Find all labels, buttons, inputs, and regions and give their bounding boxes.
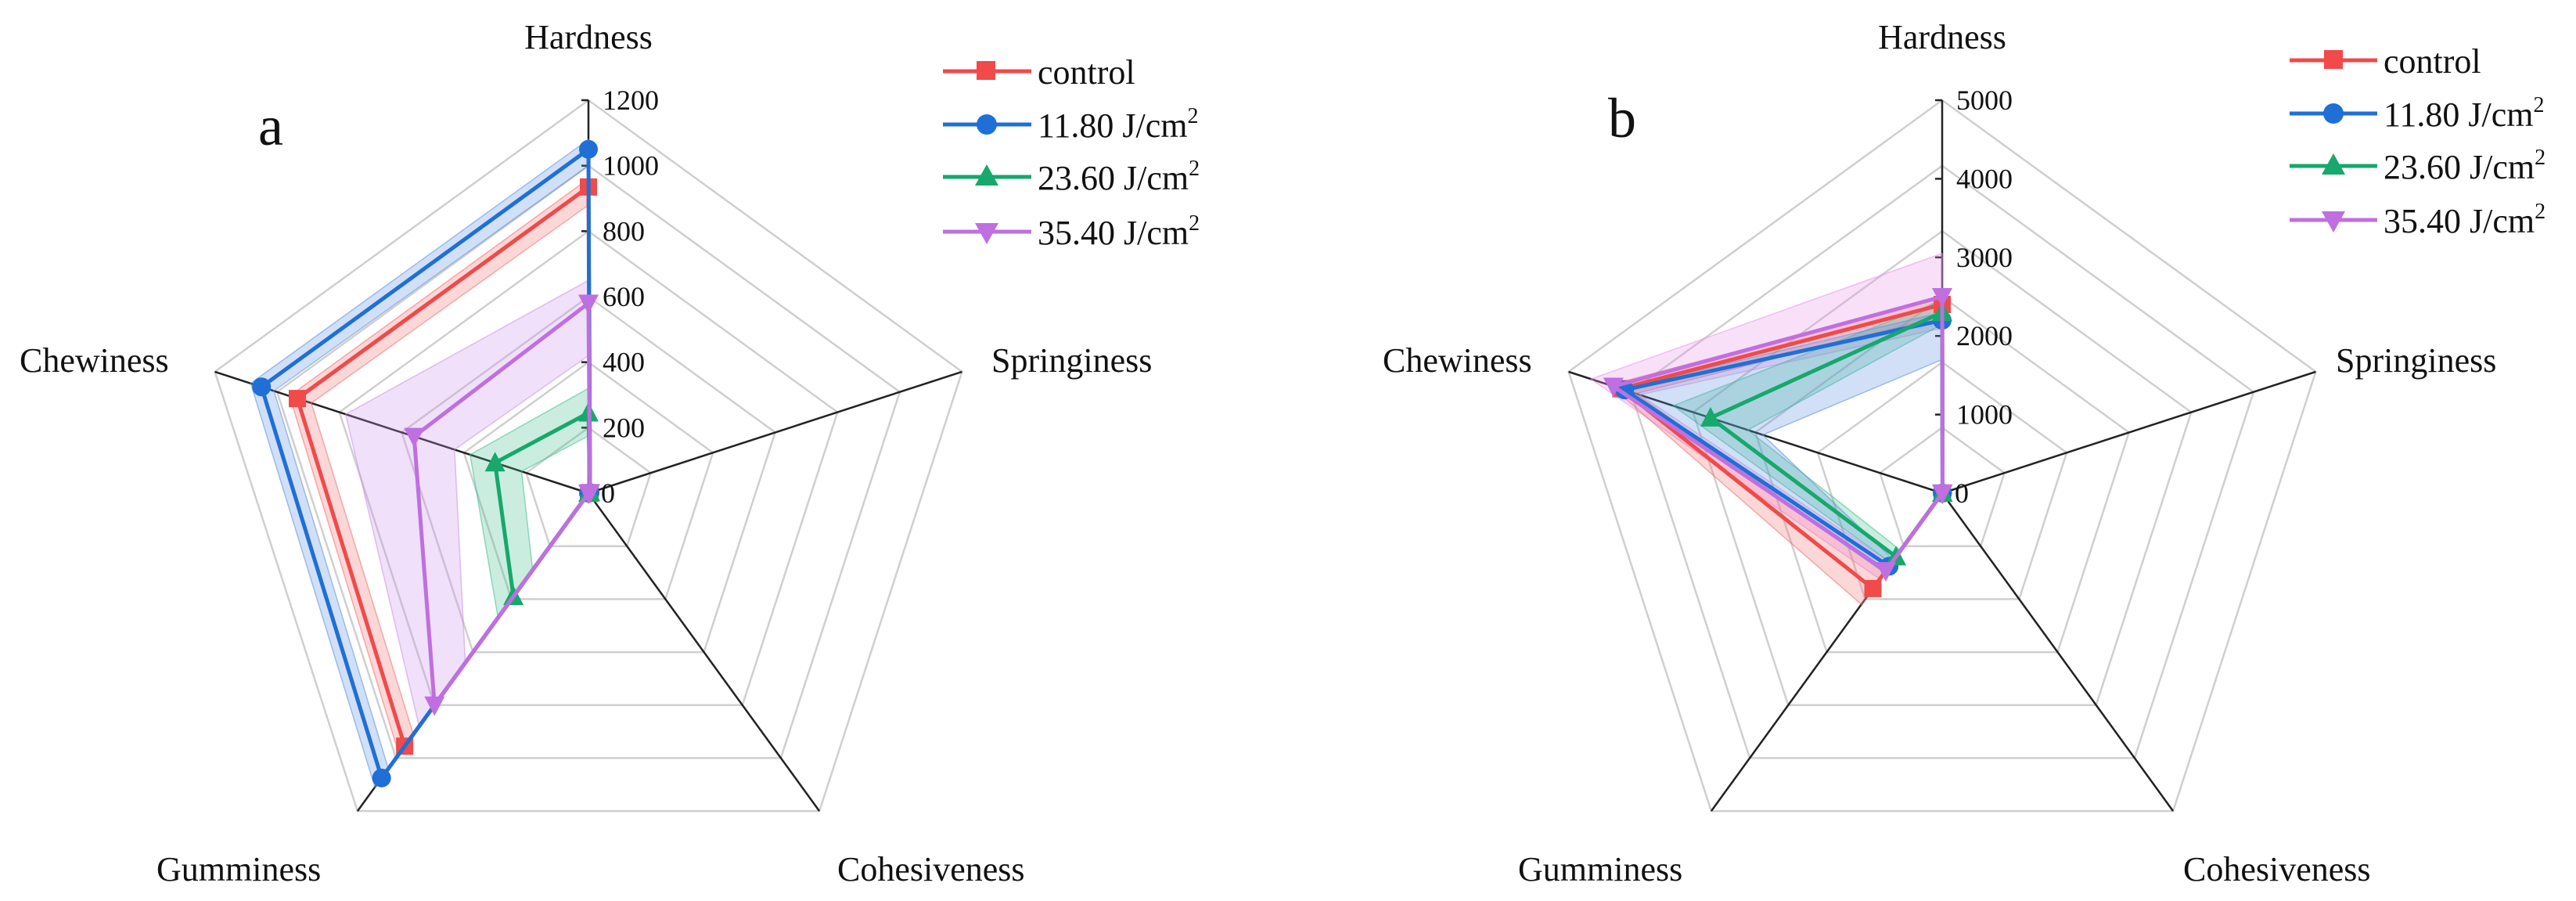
data-point-triangle — [484, 452, 505, 472]
legend-circle-marker — [2323, 103, 2344, 124]
grid-ring — [1629, 164, 2255, 759]
legend-label: 11.80 J/cm2 — [2384, 93, 2544, 134]
grid-ring — [1754, 295, 2131, 654]
legend-triangle-down-marker — [2322, 211, 2345, 232]
series-line — [412, 301, 592, 708]
r-tick-label: 0 — [1955, 478, 1969, 509]
panel-a-legend-item-23-60: 23.60 J/cm2 — [943, 157, 1200, 197]
data-point-circle — [372, 768, 391, 787]
legend-triangle-marker — [975, 164, 998, 186]
legend-square-marker — [2324, 50, 2343, 69]
grid-ring — [1567, 99, 2317, 813]
panel-b-series — [1603, 288, 1953, 597]
legend-label: control — [2384, 42, 2481, 81]
r-tick-label: 1000 — [603, 150, 659, 182]
data-point-circle — [579, 139, 598, 159]
grid-ring — [400, 295, 777, 654]
data-point-triangle-down — [578, 294, 599, 315]
panel-a-axis-chewiness: Chewiness — [20, 341, 169, 380]
data-point-square — [1864, 579, 1882, 597]
panel-b-legend-item-11-80: 11.80 J/cm2 — [2290, 93, 2544, 134]
panel-b-axis-springiness: Springiness — [2336, 341, 2496, 380]
axis-spoke — [588, 370, 962, 495]
panel-b-axis-gumminess: Gumminess — [1518, 850, 1682, 888]
data-point-triangle-down — [1932, 485, 1953, 505]
grid-ring — [338, 229, 839, 707]
r-tick-label: 0 — [601, 478, 615, 509]
panel-b-legend-item-control: control — [2290, 42, 2481, 81]
series-line — [1611, 294, 1945, 573]
data-point-triangle-down — [578, 485, 599, 505]
r-tick-label: 5000 — [1956, 85, 2013, 116]
panel-a-axis-gumminess: Gumminess — [157, 850, 321, 888]
panel-a-r-ticks: 0 200 400 600 800 1000 1200 — [601, 85, 659, 509]
panel-b: b 0 1000 2000 3000 4000 5000 Hardness Springi… — [1383, 18, 2545, 888]
legend-label: control — [1038, 53, 1135, 92]
panel-a-axis-cohesiveness: Cohesiveness — [837, 850, 1025, 888]
r-tick-label: 2000 — [1956, 320, 2013, 351]
grid-ring — [1878, 426, 2006, 547]
legend-label: 23.60 J/cm2 — [1038, 157, 1200, 197]
grid-ring — [462, 361, 714, 600]
legend-label: 23.60 J/cm2 — [2384, 146, 2545, 186]
axis-spoke — [587, 492, 821, 812]
data-point-triangle-down — [424, 696, 445, 716]
legend-label: 35.40 J/cm2 — [2384, 200, 2545, 240]
panel-b-axis-cohesiveness: Cohesiveness — [2183, 850, 2371, 888]
r-tick-label: 1200 — [603, 85, 659, 116]
axis-spoke — [1941, 370, 2316, 495]
legend-triangle-down-marker — [975, 223, 998, 244]
r-tick-label: 3000 — [1956, 242, 2013, 273]
axis-spoke — [1941, 492, 2175, 812]
panel-b-legend: control 11.80 J/cm2 23.60 J/cm2 35.40 J/… — [2290, 42, 2545, 240]
panel-a: a 0 200 400 600 800 1000 1200 Hardness Springi… — [20, 18, 1200, 888]
r-tick-label: 4000 — [1956, 163, 2013, 194]
data-point-triangle-down — [404, 427, 425, 448]
grid-ring — [1816, 361, 2068, 600]
grid-ring — [524, 426, 653, 547]
legend-circle-marker — [977, 114, 997, 135]
panel-a-legend: control 11.80 J/cm2 23.60 J/cm2 35.40 J/… — [943, 53, 1200, 252]
grid-ring — [214, 99, 963, 813]
r-tick-label: 600 — [603, 281, 645, 312]
panel-b-r-ticks: 0 1000 2000 3000 4000 5000 — [1955, 85, 2013, 509]
panel-b-axis-chewiness: Chewiness — [1383, 341, 1532, 380]
grid-ring — [275, 164, 901, 759]
panel-a-letter: a — [258, 95, 283, 157]
data-point-circle — [252, 377, 272, 397]
r-tick-label: 1000 — [1956, 399, 2013, 431]
legend-triangle-marker — [2322, 153, 2345, 175]
data-point-square — [289, 390, 307, 408]
r-tick-label: 800 — [603, 215, 645, 247]
panel-a-axis-hardness: Hardness — [524, 18, 653, 56]
legend-label: 11.80 J/cm2 — [1038, 104, 1198, 145]
r-tick-label: 400 — [603, 347, 645, 378]
data-point-triangle-down — [1876, 562, 1897, 582]
panel-b-legend-item-35-40: 35.40 J/cm2 — [2290, 200, 2545, 240]
panel-b-axis-hardness: Hardness — [1878, 18, 2006, 56]
panel-a-series — [252, 139, 600, 787]
axis-spoke — [214, 370, 589, 495]
data-point-triangle-down — [1932, 288, 1952, 308]
panel-b-legend-item-23-60: 23.60 J/cm2 — [2290, 146, 2545, 186]
panel-a-legend-item-control: control — [943, 53, 1135, 92]
panel-b-letter: b — [1608, 87, 1636, 150]
data-point-triangle — [1700, 406, 1721, 427]
r-tick-label: 200 — [603, 412, 645, 443]
legend-square-marker — [977, 61, 995, 80]
panel-a-legend-item-35-40: 35.40 J/cm2 — [943, 211, 1200, 252]
panel-a-axis-springiness: Springiness — [991, 341, 1152, 380]
legend-label: 35.40 J/cm2 — [1038, 211, 1200, 252]
data-point-triangle-down — [1603, 377, 1624, 398]
panel-a-legend-item-11-80: 11.80 J/cm2 — [943, 104, 1198, 145]
